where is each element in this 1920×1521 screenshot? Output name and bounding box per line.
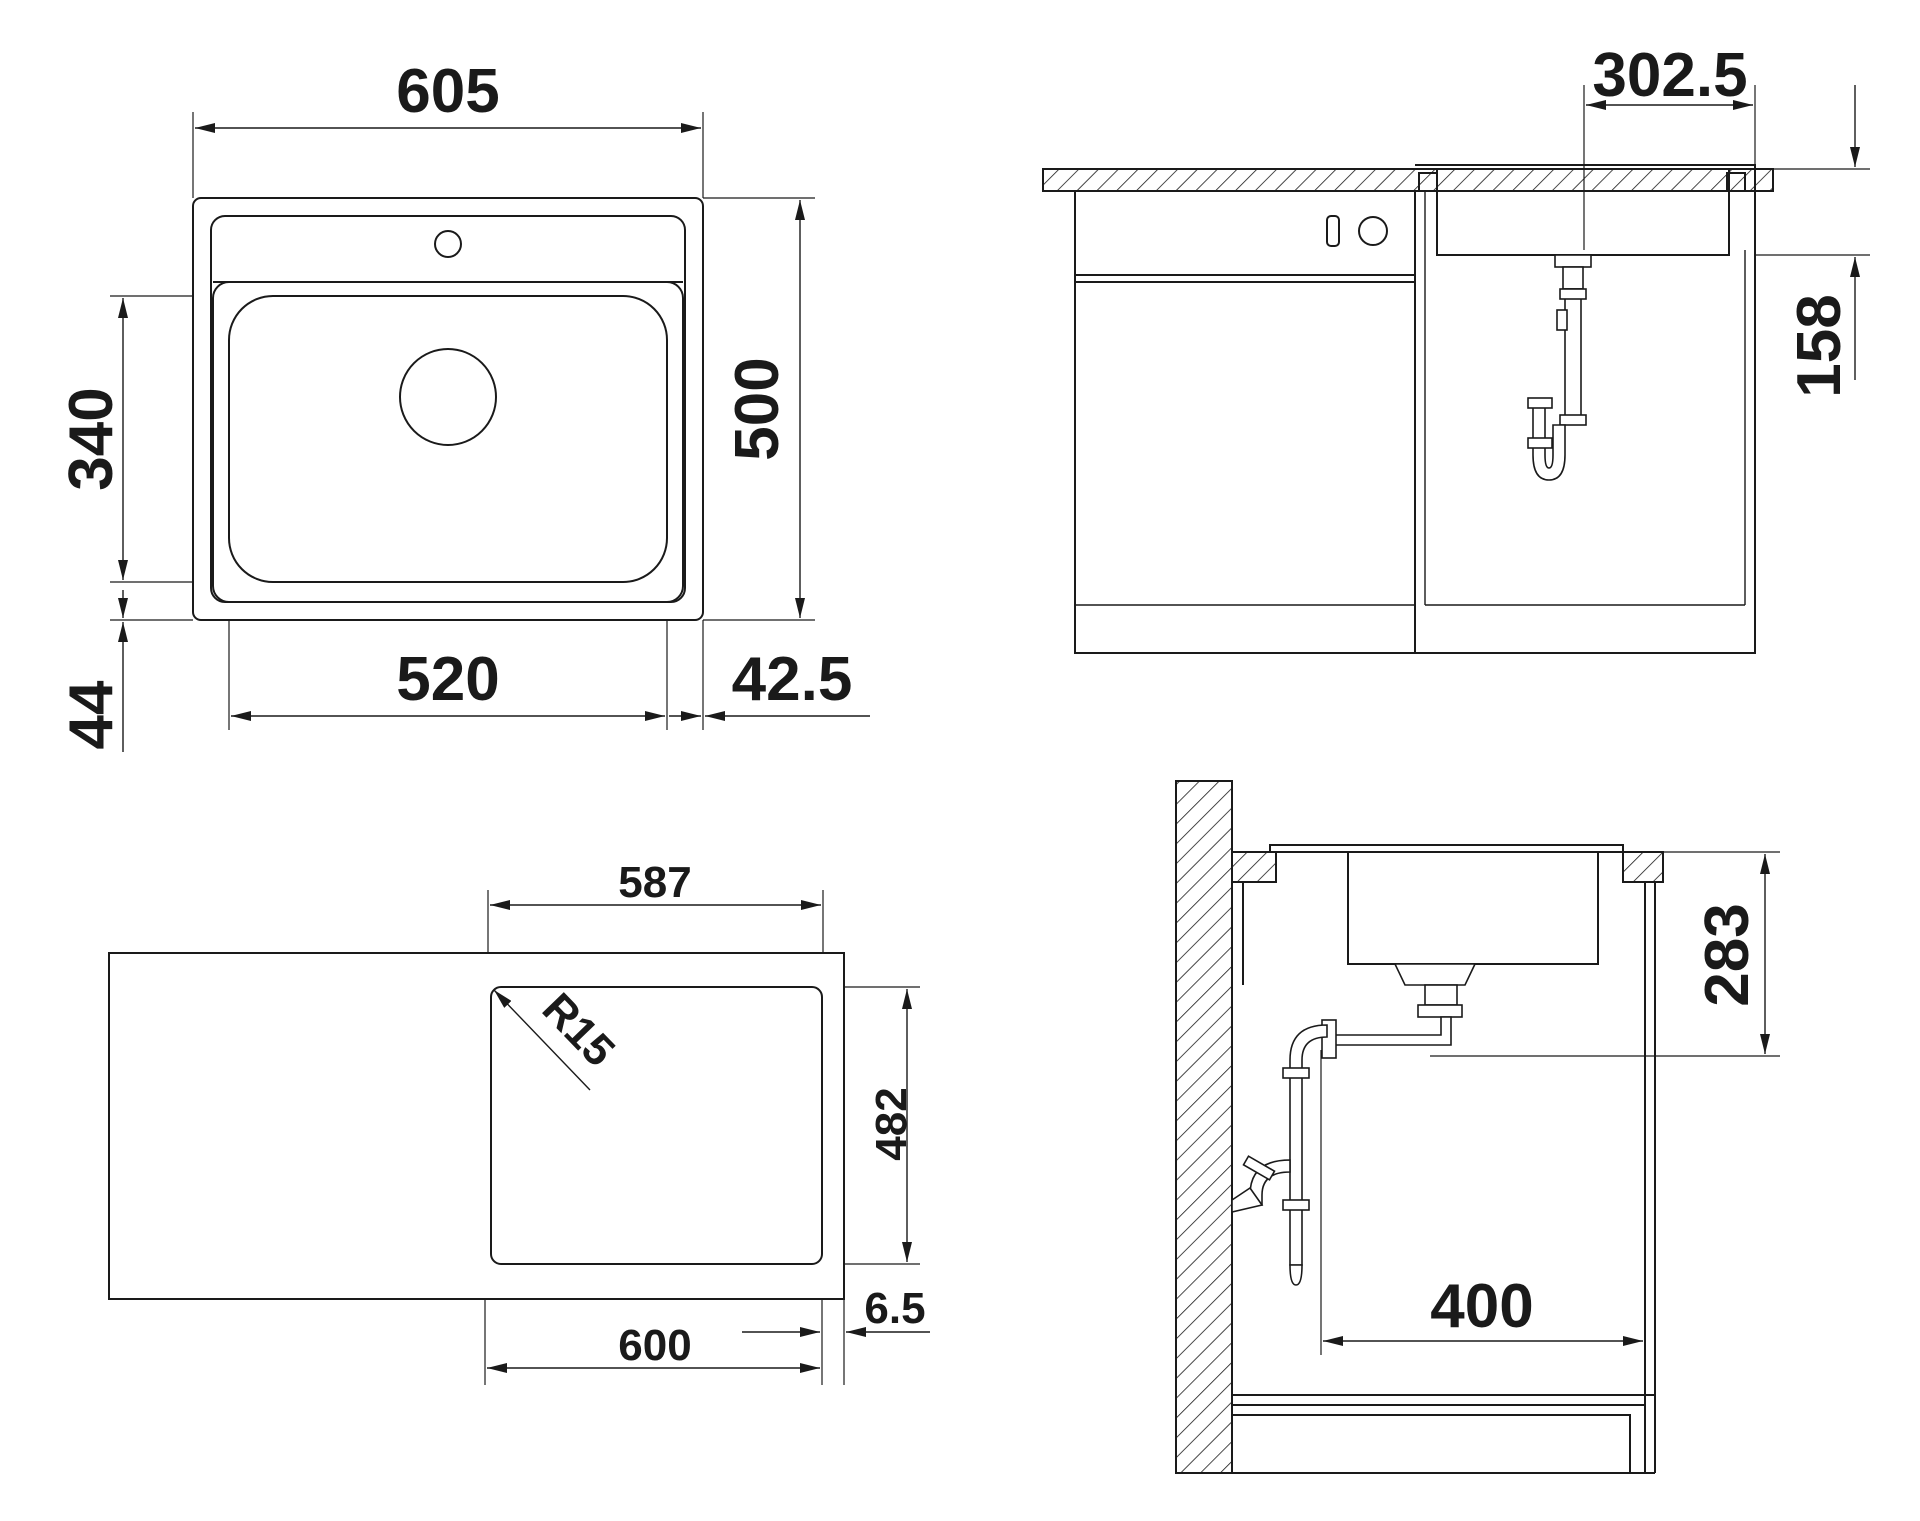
left-cabinet: [1074, 190, 1416, 654]
bowl-width-label: 520: [396, 645, 499, 714]
section-view: 283 400: [1175, 780, 1780, 1474]
wall-distance-label: 400: [1430, 1272, 1533, 1341]
drain-offset-label: 302.5: [1592, 41, 1747, 110]
bowl-edge: [212, 281, 684, 603]
sink-cabinet: [1414, 190, 1756, 654]
bowl: [228, 295, 668, 583]
front-offset-label: 44: [57, 680, 126, 749]
sink-outline: [192, 197, 704, 621]
edge-offset-label: 6.5: [864, 1284, 925, 1333]
cutout-width-label: 587: [618, 858, 691, 907]
section-bowl: [1347, 851, 1599, 965]
control-knob: [1358, 216, 1388, 246]
cabinet-width-label: 600: [618, 1321, 691, 1370]
corner-radius-label: R15: [533, 984, 624, 1076]
cutout-depth-label: 482: [867, 1087, 916, 1160]
cutout-view: 587 R15 482 600 6.5: [108, 858, 930, 1385]
countertop-left: [1231, 851, 1277, 883]
siphon-height-label: 283: [1693, 903, 1762, 1006]
tap-hole: [434, 230, 462, 258]
sink-rim: [210, 215, 686, 603]
top-view: 605 500 340 44 520 42.5: [57, 57, 870, 752]
overall-width-label: 605: [396, 57, 499, 126]
wall: [1175, 780, 1233, 1474]
drain-hole: [399, 348, 497, 446]
worktop-outline: [108, 952, 845, 1300]
countertop: [1042, 168, 1774, 192]
side-view: 302.5 158: [1042, 41, 1870, 654]
countertop-right: [1622, 851, 1664, 883]
control-switch: [1326, 215, 1340, 247]
bowl-depth-label: 340: [57, 387, 126, 490]
side-offset-label: 42.5: [732, 645, 853, 714]
corner-radius-leader: [493, 989, 591, 1091]
cutout-outline: [490, 986, 823, 1265]
bowl-height-label: 158: [1785, 294, 1854, 397]
overall-depth-label: 500: [723, 357, 792, 460]
